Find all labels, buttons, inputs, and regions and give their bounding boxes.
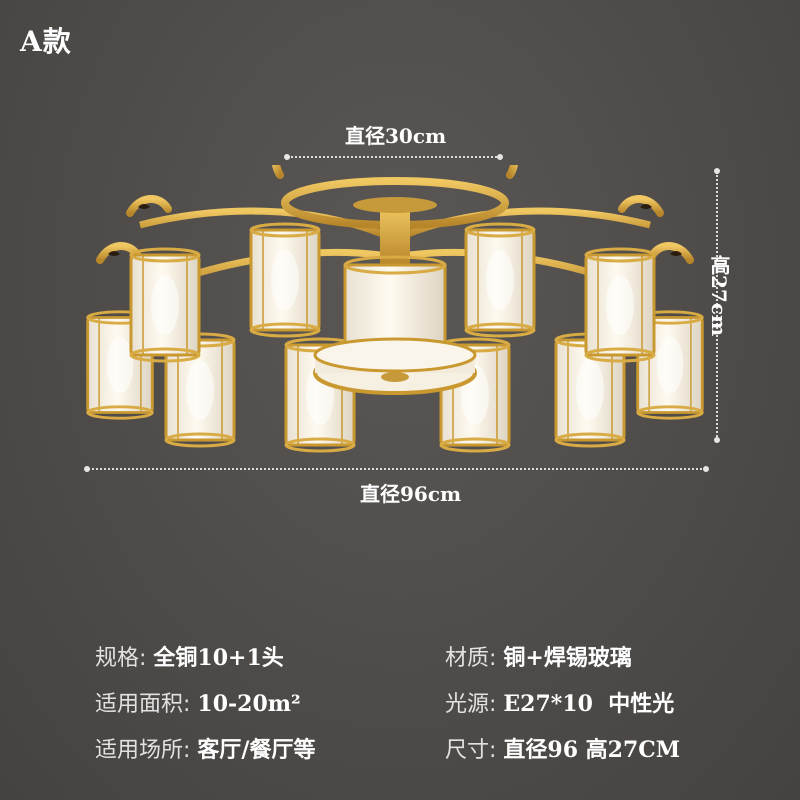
spec-key: 光源: [445,692,504,717]
height-dot-top [714,168,720,174]
spec-value: 直径96 高27CM [503,737,681,763]
spec-value: E27*10 中性光 [503,691,675,717]
variant-label: A款 [20,25,72,58]
height-line [716,172,718,440]
top-diameter-label: 直径30cm [345,124,447,148]
spec-value: 客厅/餐厅等 [197,737,316,763]
spec-key: 尺寸: [445,738,504,763]
overall-diameter-line [88,468,706,470]
spec-key: 适用面积: [95,692,198,717]
top-diameter-dot-left [284,154,290,160]
spec-row: 适用面积: 10-20m² [95,686,301,718]
spec-value: 10-20m² [197,691,301,717]
spec-value: 全铜10+1头 [153,645,284,671]
overall-diameter-dot-right [703,466,709,472]
spec-row: 适用场所: 客厅/餐厅等 [95,732,315,764]
spec-row: 规格: 全铜10+1头 [95,640,284,672]
height-dot-bottom [714,437,720,443]
spec-key: 适用场所: [95,738,198,763]
spec-row: 光源: E27*10 中性光 [445,686,674,718]
spec-key: 材质: [445,646,504,671]
spec-row: 尺寸: 直径96 高27CM [445,732,680,764]
spec-row: 材质: 铜+焊锡玻璃 [445,640,632,672]
chandelier-illustration [86,165,704,453]
height-label: 高27cm [707,255,731,337]
overall-diameter-label: 直径96cm [360,482,462,506]
spec-table: 规格: 全铜10+1头 适用面积: 10-20m² 适用场所: 客厅/餐厅等 材… [0,630,800,780]
top-diameter-line [288,156,500,158]
overall-diameter-dot-left [84,466,90,472]
spec-value: 铜+焊锡玻璃 [503,645,632,671]
spec-key: 规格: [95,646,154,671]
top-diameter-dot-right [497,154,503,160]
